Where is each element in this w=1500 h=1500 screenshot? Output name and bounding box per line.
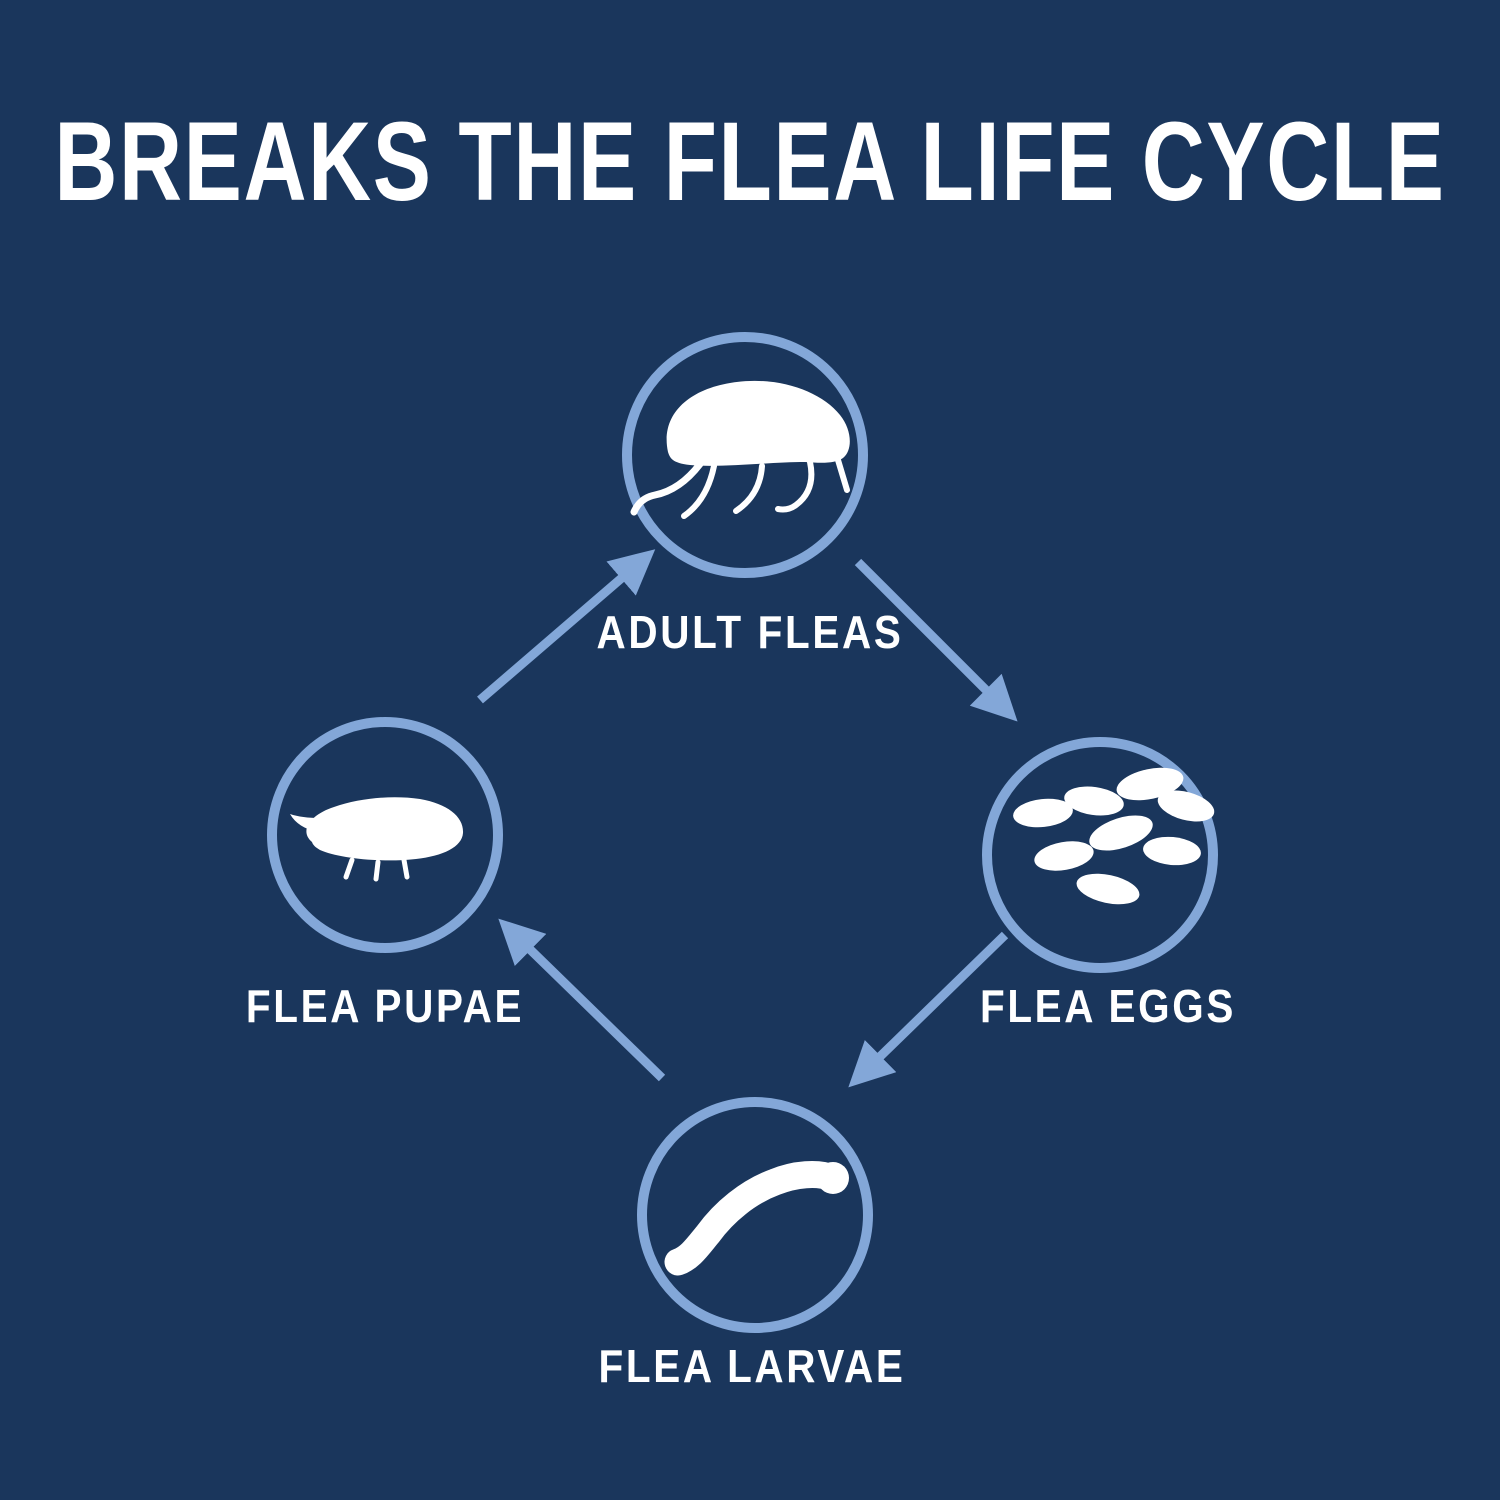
adult-fleas-circle [622, 332, 868, 578]
flea-larvae-circle [637, 1097, 873, 1333]
flea-larvae-label: FLEA LARVAE [598, 1342, 905, 1393]
flea-eggs-icon [1013, 767, 1215, 905]
flea-pupa-icon [290, 797, 464, 882]
flea-eggs-circle [982, 737, 1218, 973]
flea-eggs-label: FLEA EGGS [980, 982, 1236, 1033]
arrow-larvae-to-pupae [498, 918, 666, 1082]
arrow-eggs-to-larvae [848, 931, 1009, 1088]
stage-adult-fleas: ADULT FLEAS [596, 332, 903, 659]
flea-pupae-circle [267, 717, 503, 953]
arrow-adult-to-eggs [854, 558, 1018, 722]
arrow-pupae-to-adult [477, 549, 656, 704]
adult-fleas-label: ADULT FLEAS [596, 608, 903, 659]
stage-flea-pupae: FLEA PUPAE [246, 717, 524, 1033]
stage-flea-larvae: FLEA LARVAE [598, 1097, 905, 1393]
adult-flea-icon [630, 380, 850, 519]
page-title: BREAKS THE FLEA LIFE CYCLE [54, 100, 1445, 225]
flea-pupae-label: FLEA PUPAE [246, 982, 524, 1033]
flea-larva-icon [664, 1161, 849, 1276]
stage-flea-eggs: FLEA EGGS [980, 737, 1236, 1033]
